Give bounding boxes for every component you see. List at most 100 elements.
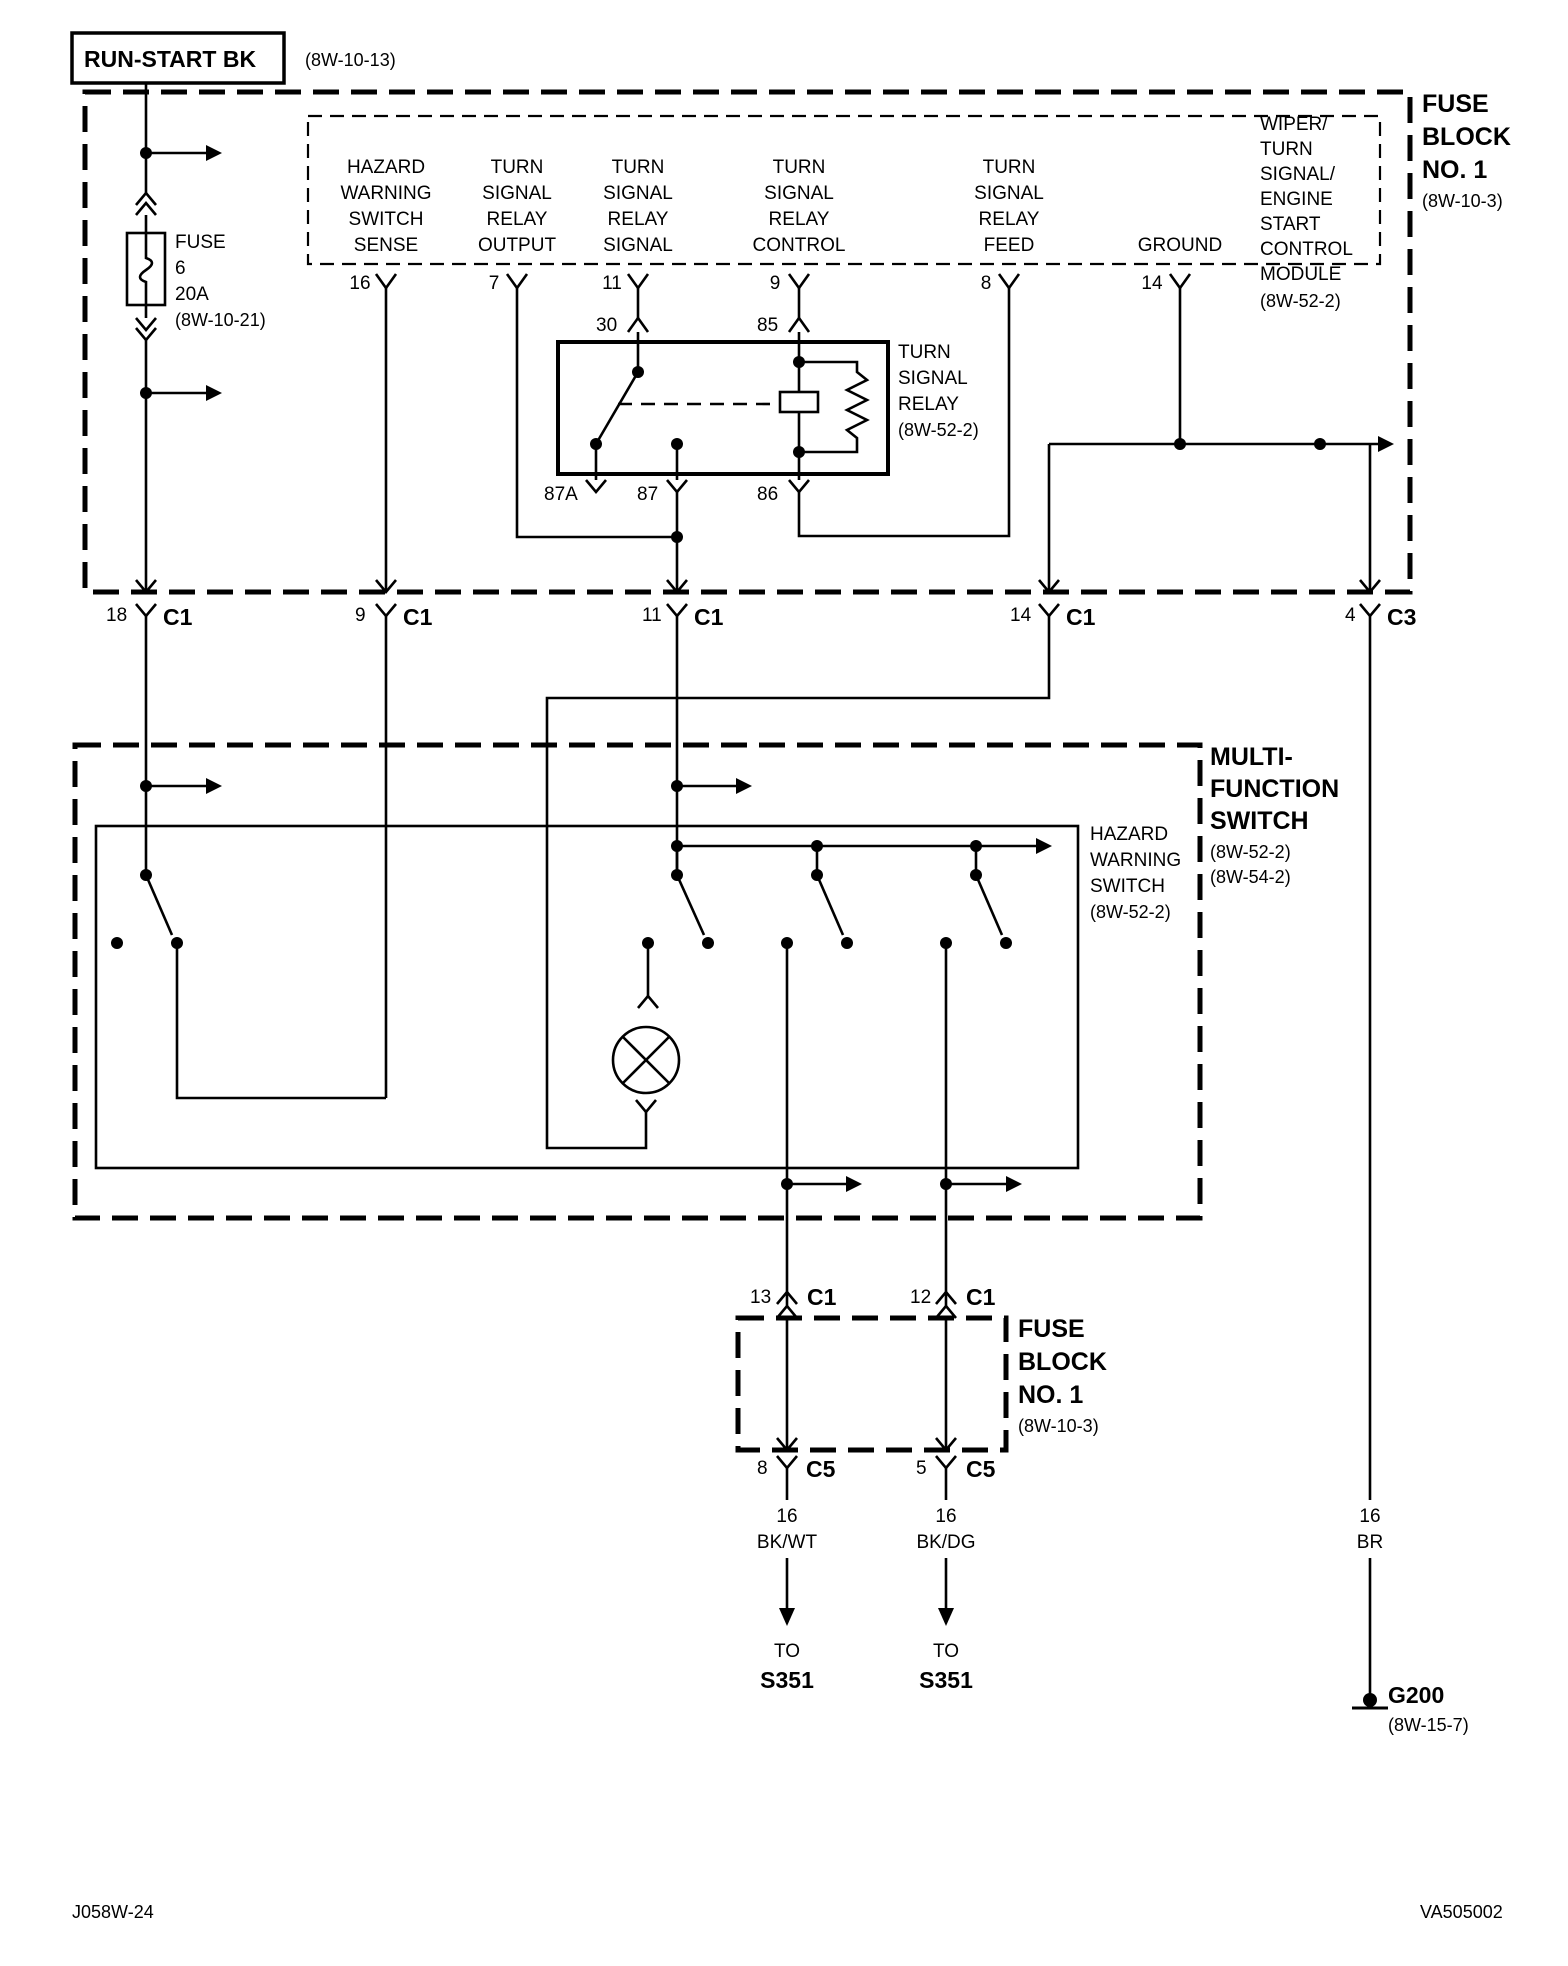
- svg-text:TURN: TURN: [491, 157, 544, 178]
- svg-text:TURN: TURN: [773, 157, 826, 178]
- svg-text:(8W-15-7): (8W-15-7): [1388, 1715, 1469, 1735]
- svg-text:TO: TO: [774, 1641, 800, 1662]
- module-label: WIPER/ TURN SIGNAL/ ENGINE START CONTROL…: [1260, 114, 1353, 311]
- svg-text:BLOCK: BLOCK: [1018, 1348, 1107, 1376]
- svg-text:C1: C1: [403, 604, 433, 630]
- svg-text:RELAY: RELAY: [979, 209, 1040, 230]
- svg-text:8: 8: [981, 273, 992, 294]
- hazard-lamp-icon: [611, 1025, 681, 1095]
- hazard-warning-switch-box: [94, 824, 1080, 1170]
- svg-text:FUSE: FUSE: [175, 232, 226, 253]
- svg-text:CONTROL: CONTROL: [1260, 239, 1353, 260]
- module-pin-relay-control: TURN SIGNAL RELAY CONTROL 9: [753, 157, 846, 294]
- svg-text:(8W-10-21): (8W-10-21): [175, 310, 266, 330]
- svg-text:SIGNAL: SIGNAL: [603, 183, 673, 204]
- footer-right: VA505002: [1420, 1902, 1503, 1922]
- footer-left: J058W-24: [72, 1902, 154, 1922]
- svg-text:WARNING: WARNING: [340, 183, 431, 204]
- turn-signal-relay-label: TURN SIGNAL RELAY (8W-52-2): [898, 342, 979, 440]
- module-pin-relay-feed: TURN SIGNAL RELAY FEED 8: [974, 157, 1044, 294]
- svg-text:WARNING: WARNING: [1090, 850, 1181, 871]
- module-pin-relay-signal: TURN SIGNAL RELAY SIGNAL 11: [602, 157, 673, 294]
- svg-text:(8W-54-2): (8W-54-2): [1210, 867, 1291, 887]
- connector-c5-8: 8 C5: [757, 1456, 836, 1482]
- ground-g200-label: G200 (8W-15-7): [1388, 1682, 1469, 1735]
- destination-s351-b: TO S351: [919, 1641, 973, 1693]
- connectors-bottom: [776, 1455, 957, 1471]
- svg-text:(8W-10-3): (8W-10-3): [1422, 191, 1503, 211]
- svg-text:BK/WT: BK/WT: [757, 1532, 818, 1553]
- svg-text:14: 14: [1010, 605, 1032, 626]
- svg-text:(8W-52-2): (8W-52-2): [1090, 902, 1171, 922]
- svg-text:SWITCH: SWITCH: [1090, 876, 1165, 897]
- connector-c5-5: 5 C5: [916, 1456, 996, 1482]
- connector-c1-11: 11 C1: [642, 604, 724, 630]
- svg-text:FUSE: FUSE: [1018, 1315, 1085, 1343]
- svg-text:FUSE: FUSE: [1422, 90, 1489, 118]
- svg-text:SIGNAL: SIGNAL: [898, 368, 968, 389]
- connector-c1-13: 13 C1: [750, 1284, 837, 1310]
- svg-text:S351: S351: [919, 1667, 973, 1693]
- relay-pin-30: 30: [596, 315, 617, 336]
- svg-text:SIGNAL: SIGNAL: [974, 183, 1044, 204]
- svg-text:13: 13: [750, 1287, 771, 1308]
- hazard-warning-switch-label: HAZARD WARNING SWITCH (8W-52-2): [1090, 824, 1181, 922]
- destination-s351-a: TO S351: [760, 1641, 814, 1693]
- svg-text:4: 4: [1345, 605, 1356, 626]
- svg-text:SIGNAL: SIGNAL: [482, 183, 552, 204]
- svg-text:(8W-52-2): (8W-52-2): [1210, 842, 1291, 862]
- svg-text:FEED: FEED: [984, 235, 1035, 256]
- svg-text:TURN: TURN: [898, 342, 951, 363]
- run-start-ref: (8W-10-13): [305, 50, 396, 70]
- svg-text:11: 11: [602, 273, 622, 294]
- turn-signal-relay-box: [556, 340, 890, 476]
- svg-text:(8W-52-2): (8W-52-2): [898, 420, 979, 440]
- svg-text:18: 18: [106, 605, 127, 626]
- svg-text:11: 11: [642, 605, 662, 626]
- fuse-block-bottom-label: FUSE BLOCK NO. 1 (8W-10-3): [1018, 1315, 1107, 1436]
- svg-text:BR: BR: [1357, 1532, 1383, 1553]
- svg-text:RELAY: RELAY: [898, 394, 959, 415]
- fuse-block-bottom-outline: [735, 1315, 1009, 1453]
- svg-text:16: 16: [1359, 1506, 1380, 1527]
- svg-text:SENSE: SENSE: [354, 235, 418, 256]
- svg-text:(8W-10-3): (8W-10-3): [1018, 1416, 1099, 1436]
- splice-arrow: [206, 145, 222, 161]
- connector-c1-14: 14 C1: [1010, 604, 1096, 630]
- svg-text:GROUND: GROUND: [1138, 235, 1222, 256]
- fuse-6-label: FUSE 6 20A (8W-10-21): [175, 232, 266, 330]
- svg-text:SWITCH: SWITCH: [349, 209, 424, 230]
- relay-coil-icon: [778, 390, 820, 414]
- svg-text:NO. 1: NO. 1: [1422, 156, 1487, 184]
- svg-text:START: START: [1260, 214, 1321, 235]
- arrow-to-s351-b: [938, 1608, 954, 1626]
- svg-text:WIPER/: WIPER/: [1260, 114, 1328, 135]
- relay-pin-85: 85: [757, 315, 778, 336]
- svg-text:OUTPUT: OUTPUT: [478, 235, 557, 256]
- svg-text:RELAY: RELAY: [769, 209, 830, 230]
- fuse-block-top-label: FUSE BLOCK NO. 1 (8W-10-3): [1422, 90, 1511, 211]
- svg-text:NO. 1: NO. 1: [1018, 1381, 1083, 1409]
- svg-text:S351: S351: [760, 1667, 814, 1693]
- svg-text:16: 16: [349, 273, 370, 294]
- svg-text:16: 16: [776, 1506, 797, 1527]
- wire-label-bkdg: 16 BK/DG: [916, 1506, 975, 1553]
- svg-text:MODULE: MODULE: [1260, 264, 1341, 285]
- svg-text:6: 6: [175, 258, 186, 279]
- svg-text:C1: C1: [966, 1284, 996, 1310]
- svg-text:20A: 20A: [175, 284, 209, 305]
- fuse-block-top-outline: [82, 89, 1413, 595]
- svg-text:SWITCH: SWITCH: [1210, 807, 1309, 835]
- svg-text:C1: C1: [694, 604, 724, 630]
- svg-text:ENGINE: ENGINE: [1260, 189, 1333, 210]
- svg-text:C1: C1: [807, 1284, 837, 1310]
- svg-text:C1: C1: [1066, 604, 1096, 630]
- run-start-label: RUN-START BK: [84, 46, 256, 72]
- svg-text:14: 14: [1141, 273, 1163, 294]
- svg-text:C1: C1: [163, 604, 193, 630]
- svg-text:RELAY: RELAY: [487, 209, 548, 230]
- svg-text:8: 8: [757, 1458, 768, 1479]
- svg-text:12: 12: [910, 1287, 931, 1308]
- svg-text:RELAY: RELAY: [608, 209, 669, 230]
